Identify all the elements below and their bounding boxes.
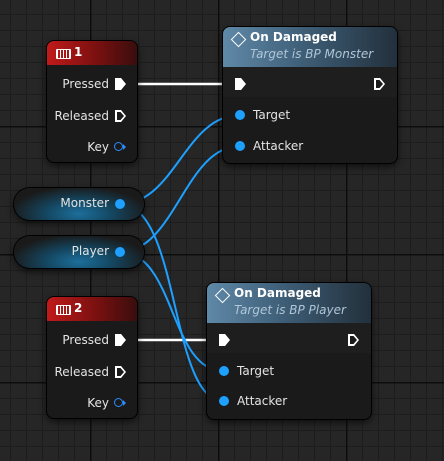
object-dot-icon[interactable] — [235, 141, 245, 151]
pin-target-label: Target — [237, 364, 275, 378]
pin-pressed-label: Pressed — [62, 77, 109, 91]
function-node-on-damaged-monster[interactable]: On Damaged Target is BP Monster Target A… — [223, 27, 397, 163]
function-node-on-damaged-player[interactable]: On Damaged Target is BP Player Target At… — [207, 283, 371, 419]
pin-released-label: Released — [54, 109, 109, 123]
exec-out-icon[interactable] — [348, 334, 359, 346]
keyboard-icon — [56, 49, 71, 59]
function-node-2-subtitle: Target is BP Player — [234, 303, 346, 317]
variable-node-player[interactable]: Player — [14, 236, 144, 268]
object-dot-icon[interactable] — [115, 247, 125, 257]
object-dot-icon[interactable] — [219, 396, 229, 406]
pin-target-label: Target — [253, 108, 291, 122]
function-diamond-icon — [230, 31, 247, 48]
variable-player-label: Player — [71, 244, 109, 258]
key-struct-icon[interactable] — [114, 398, 126, 408]
exec-out-icon[interactable] — [115, 366, 126, 378]
function-node-1-subtitle: Target is BP Monster — [250, 47, 374, 61]
pin-pressed[interactable]: Pressed — [62, 75, 126, 93]
pin-pressed[interactable]: Pressed — [62, 331, 126, 349]
pin-attacker-label: Attacker — [253, 139, 304, 153]
pin-target[interactable]: Target — [235, 106, 290, 124]
keyboard-icon — [56, 305, 71, 315]
key-struct-icon[interactable] — [114, 142, 126, 152]
pin-released[interactable]: Released — [54, 107, 126, 125]
variable-monster-label: Monster — [60, 196, 109, 210]
exec-in-icon[interactable] — [219, 334, 230, 346]
function-node-2-title: On Damaged — [234, 286, 321, 300]
function-node-1-header[interactable]: On Damaged Target is BP Monster — [223, 27, 397, 67]
pin-released[interactable]: Released — [54, 363, 126, 381]
variable-node-monster[interactable]: Monster — [14, 188, 144, 220]
key-node-1-header[interactable]: 1 — [47, 41, 137, 65]
exec-out-icon[interactable] — [115, 110, 126, 122]
exec-in-icon[interactable] — [235, 78, 246, 90]
pin-released-label: Released — [54, 365, 109, 379]
key-node-2[interactable]: 2 Pressed Released Key — [47, 297, 137, 418]
pin-key[interactable]: Key — [87, 138, 126, 156]
pin-pressed-label: Pressed — [62, 333, 109, 347]
function-node-exec-row-bg — [207, 323, 371, 353]
key-node-2-header[interactable]: 2 — [47, 297, 137, 321]
pin-key-label: Key — [87, 396, 109, 410]
function-node-1-title: On Damaged — [250, 30, 337, 44]
pin-key[interactable]: Key — [87, 394, 126, 412]
exec-out-icon[interactable] — [115, 78, 126, 90]
pin-attacker-label: Attacker — [237, 394, 288, 408]
object-dot-icon[interactable] — [235, 110, 245, 120]
key-node-1-title: 1 — [74, 45, 83, 59]
object-dot-icon[interactable] — [219, 366, 229, 376]
function-diamond-icon — [214, 287, 231, 304]
exec-out-icon[interactable] — [115, 334, 126, 346]
function-node-2-header[interactable]: On Damaged Target is BP Player — [207, 283, 371, 323]
object-dot-icon[interactable] — [115, 199, 125, 209]
function-node-exec-row-bg — [223, 67, 397, 97]
pin-key-label: Key — [87, 140, 109, 154]
key-node-2-title: 2 — [74, 301, 83, 315]
pin-attacker[interactable]: Attacker — [235, 137, 303, 155]
pin-target[interactable]: Target — [219, 362, 274, 380]
pin-attacker[interactable]: Attacker — [219, 392, 287, 410]
exec-out-icon[interactable] — [374, 78, 385, 90]
key-node-1[interactable]: 1 Pressed Released Key — [47, 41, 137, 162]
